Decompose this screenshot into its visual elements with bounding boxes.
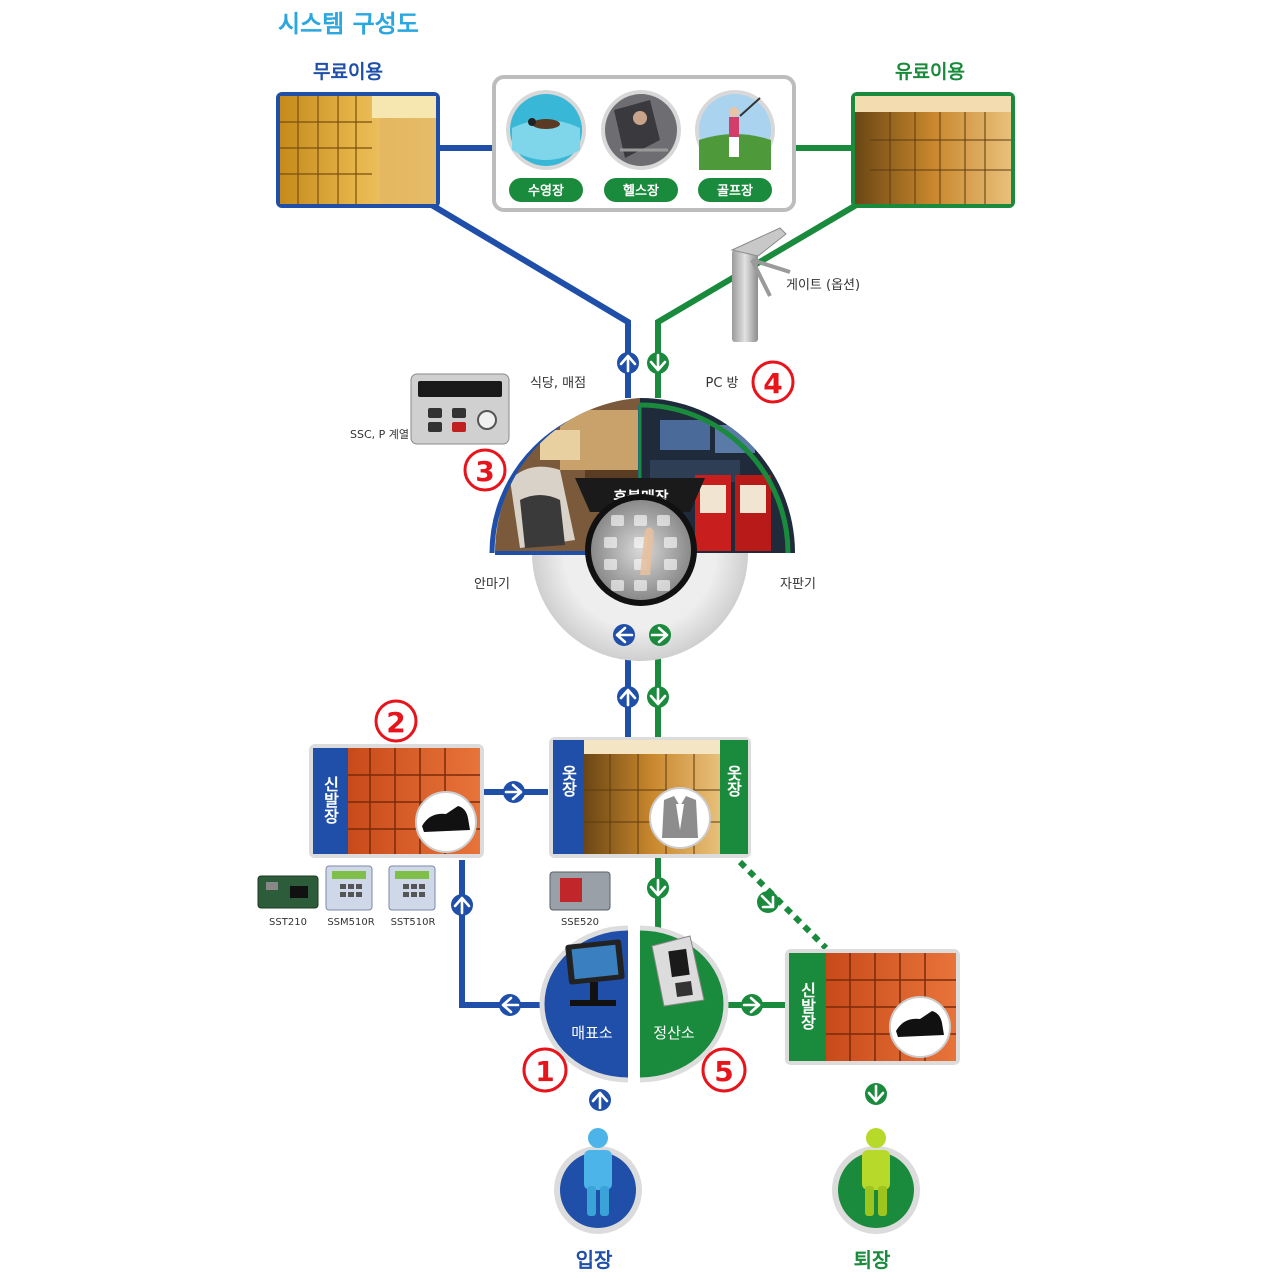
diagram-title: 시스템 구성도	[278, 10, 419, 38]
arrow-right-icon	[741, 994, 763, 1016]
swimming-label: 수영장	[528, 183, 564, 199]
exit-shoe-locker-card: 신발장	[785, 949, 960, 1065]
arrow-up-icon	[617, 352, 639, 374]
vending-label: 자판기	[780, 577, 816, 592]
controller-model-label: SSC, P 계열	[350, 428, 409, 441]
kiosk-image	[651, 935, 705, 1007]
shoe-icon	[415, 791, 477, 853]
arrow-up-icon	[451, 894, 473, 916]
exit-person-icon	[832, 1128, 920, 1234]
device-ssm510r-label: SSM510R	[327, 917, 374, 928]
golf-label: 골프장	[717, 183, 753, 199]
gym-label: 헬스장	[623, 183, 659, 199]
arrow-left-icon	[613, 624, 635, 646]
free-zone-label: 무료이용	[313, 61, 383, 83]
step-1-number: 1	[535, 1055, 554, 1088]
device-sst510r-image	[388, 865, 436, 911]
entrance-person-icon	[554, 1128, 642, 1234]
step-3-badge: 3	[463, 448, 507, 492]
device-sst210-image	[257, 875, 319, 909]
pc-room-label: PC 방	[705, 376, 738, 391]
turnstile-gate-image	[730, 227, 791, 342]
device-sst510r-label: SST510R	[391, 917, 436, 928]
step-4-number: 4	[763, 367, 782, 400]
postpaid-hub: 후불매장	[489, 398, 795, 661]
step-5-badge: 5	[701, 1047, 747, 1093]
gate-label: 게이트 (옵션)	[786, 278, 860, 293]
gym-badge: 헬스장	[604, 178, 678, 202]
facilities-box: 수영장 헬스장 골프장	[492, 75, 796, 212]
keypad-image	[585, 494, 697, 606]
controller-device-image	[410, 373, 510, 445]
arrow-right-icon	[503, 781, 525, 803]
arrow-down-icon	[647, 686, 669, 708]
exit-label: 퇴장	[854, 1248, 891, 1272]
paid-zone-label: 유료이용	[895, 61, 965, 83]
massage-label-box: 안마기	[460, 568, 524, 598]
device-sse520-image	[549, 871, 611, 911]
paid-locker-image	[851, 92, 1015, 208]
arrow-down-icon	[647, 352, 669, 374]
golf-photo	[695, 90, 775, 170]
pos-terminal-image	[565, 939, 625, 1006]
vending-label-box: 자판기	[766, 568, 830, 598]
arrow-up-icon	[617, 686, 639, 708]
entrance-label: 입장	[576, 1248, 613, 1272]
ticket-settlement-circle: 매표소 정산소	[539, 925, 729, 1083]
golf-badge: 골프장	[698, 178, 772, 202]
device-sst210-label: SST210	[269, 917, 307, 928]
arrow-down-icon	[647, 877, 669, 899]
swimming-badge: 수영장	[509, 178, 583, 202]
settlement-label: 정산소	[653, 1024, 695, 1042]
clothes-locker-card: 옷장 옷장	[549, 737, 751, 858]
arrow-left-icon	[499, 994, 521, 1016]
gym-photo	[601, 90, 681, 170]
swimming-photo	[506, 90, 586, 170]
step-2-badge: 2	[374, 699, 418, 743]
shoe-locker-card: 신발장	[309, 744, 484, 858]
step-1-badge: 1	[522, 1047, 568, 1093]
clothes-locker-label-left: 옷장	[559, 765, 578, 798]
massage-label: 안마기	[474, 577, 510, 592]
arrow-down-right-icon	[757, 891, 779, 913]
device-sse520-label: SSE520	[561, 917, 599, 928]
device-ssm510r-image	[325, 865, 373, 911]
arrow-down-icon	[865, 1083, 887, 1105]
shoe-icon	[889, 996, 951, 1058]
step-3-number: 3	[475, 455, 494, 488]
suit-icon	[649, 787, 711, 849]
arrow-right-icon	[649, 624, 671, 646]
exit-shoe-locker-label: 신발장	[798, 982, 817, 1031]
restaurant-label: 식당, 매점	[530, 376, 586, 391]
ticket-office-label: 매표소	[571, 1024, 613, 1042]
shoe-locker-label: 신발장	[321, 776, 340, 825]
step-2-number: 2	[386, 706, 405, 739]
step-4-badge: 4	[751, 360, 795, 404]
step-5-number: 5	[714, 1055, 733, 1088]
arrow-up-icon	[589, 1089, 611, 1111]
clothes-locker-label-right: 옷장	[724, 765, 743, 798]
free-locker-image	[276, 92, 440, 208]
